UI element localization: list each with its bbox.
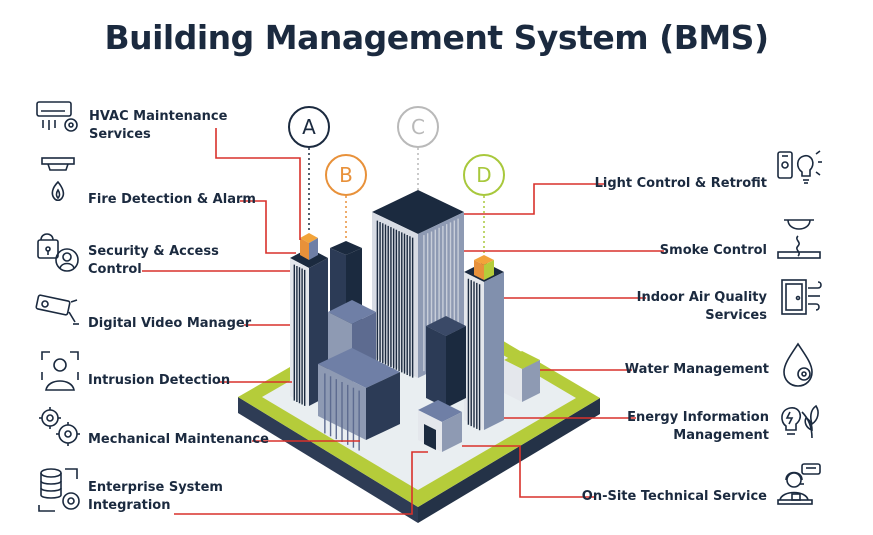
energy-bulb-icon [776, 398, 824, 442]
tower-d-windows [467, 278, 481, 431]
tower-a [290, 233, 328, 406]
page-title: Building Management System (BMS) [104, 18, 769, 57]
label-security-access: Security & Access Control [88, 244, 219, 277]
label-enterprise: Enterprise System Integration [88, 480, 223, 513]
gears-icon [36, 404, 82, 448]
connector-enterprise [174, 451, 428, 515]
label-smoke-control: Smoke Control [659, 243, 767, 258]
ground-side-right [418, 398, 600, 523]
security-access-icon [35, 228, 81, 274]
label-fire-detection: Fire Detection & Alarm [88, 192, 256, 207]
label-digital-video: Digital Video Manager [88, 316, 252, 331]
connector-hvac [215, 128, 301, 240]
marker-c: C [397, 106, 439, 148]
connector-onsite [462, 445, 594, 498]
building-mid-right [426, 316, 466, 408]
building-front-windows [324, 373, 360, 451]
label-intrusion: Intrusion Detection [88, 373, 231, 388]
ground-side-left [238, 397, 418, 523]
tower-d [464, 255, 504, 431]
tower-a-windows [293, 264, 306, 406]
water-drop-icon [780, 342, 820, 388]
marker-stems [308, 148, 485, 255]
label-hvac: HVAC Maintenance Services [89, 109, 228, 142]
label-onsite: On-Site Technical Service [581, 489, 767, 504]
label-water: Water Management [624, 362, 769, 377]
connector-fire [240, 200, 296, 254]
connector-light [464, 183, 606, 215]
building-small-right [504, 351, 540, 402]
building-entrance [418, 400, 462, 452]
label-indoor-air: Indoor Air Quality Services [636, 290, 767, 323]
building-front [318, 348, 400, 451]
marker-b: B [325, 154, 367, 196]
label-light-control: Light Control & Retrofit [594, 176, 767, 191]
hvac-icon [35, 100, 81, 136]
connector-lines [142, 128, 664, 515]
server-gears-icon [35, 465, 83, 513]
smoke-detector-icon [776, 218, 822, 260]
cctv-camera-icon [33, 292, 81, 330]
smart-light-icon [776, 148, 824, 190]
technician-icon [776, 462, 824, 506]
fire-alarm-icon [38, 156, 78, 206]
label-energy: Energy Information Management [627, 410, 769, 443]
air-door-icon [778, 276, 822, 318]
intrusion-detection-icon [40, 350, 80, 392]
label-mechanical: Mechanical Maintenance [88, 432, 269, 447]
marker-d: D [463, 154, 505, 196]
marker-a: A [288, 106, 330, 148]
